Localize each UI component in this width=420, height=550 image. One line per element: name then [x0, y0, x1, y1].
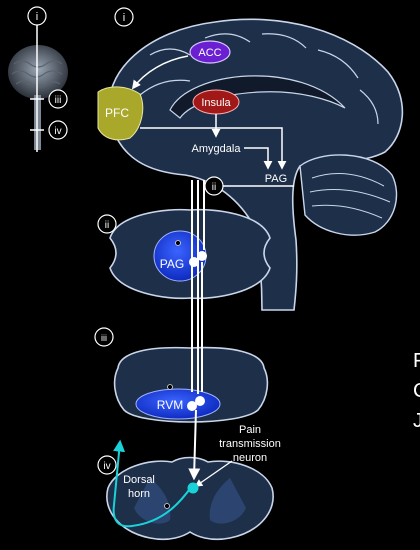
svg-text:iv: iv: [103, 461, 110, 472]
svg-text:i: i: [123, 12, 125, 24]
section-marker-iii: iii: [95, 328, 113, 346]
insula-region: Insula: [193, 90, 239, 114]
section-marker-ii: ii: [98, 215, 116, 233]
thumb-marker-iv: iv: [49, 121, 67, 139]
svg-text:horn: horn: [128, 488, 150, 500]
svg-text:iv: iv: [54, 126, 61, 137]
amygdala-label: Amygdala: [192, 143, 242, 155]
svg-text:ii: ii: [105, 220, 109, 231]
svg-text:Dorsal: Dorsal: [123, 474, 155, 486]
pfc-region: PFC: [98, 87, 143, 140]
thumb-marker-i: i: [28, 7, 46, 25]
svg-text:neuron: neuron: [233, 452, 267, 464]
edge-text-2: C: [413, 380, 420, 403]
svg-text:PAG: PAG: [160, 257, 184, 271]
svg-text:iii: iii: [55, 95, 62, 106]
pain-transmission-neuron-label: Pain transmission neuron: [219, 424, 281, 464]
edge-text-3: J: [413, 410, 420, 433]
svg-text:Pain: Pain: [239, 424, 261, 436]
pain-transmission-neuron: [188, 483, 199, 494]
svg-text:PFC: PFC: [105, 106, 129, 120]
brain-marker-i: i: [115, 8, 133, 26]
svg-text:RVM: RVM: [157, 398, 183, 412]
svg-text:i: i: [36, 11, 38, 23]
thumb-marker-iii: iii: [49, 90, 67, 108]
svg-text:Insula: Insula: [201, 97, 231, 109]
svg-text:ACC: ACC: [198, 47, 221, 59]
svg-text:ii: ii: [212, 182, 216, 193]
section-marker-iv: iv: [98, 456, 116, 474]
pag-brain-label: PAG: [265, 173, 287, 185]
brain-marker-ii: ii: [205, 177, 223, 195]
edge-text-1: F: [413, 350, 420, 373]
svg-text:iii: iii: [101, 333, 107, 343]
acc-region: ACC: [190, 41, 230, 63]
svg-text:transmission: transmission: [219, 438, 281, 450]
